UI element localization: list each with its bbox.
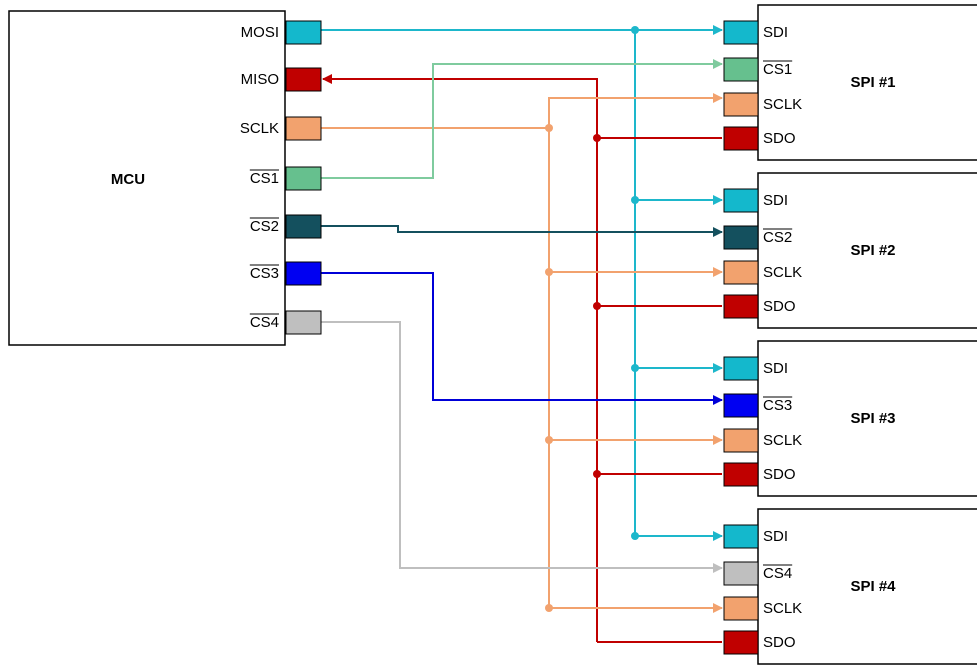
slave-pin-label-cs: CS1 <box>763 61 792 78</box>
slave-pin-sdo <box>723 630 759 655</box>
miso-junction <box>593 302 601 310</box>
mosi-junction <box>631 26 639 34</box>
slave-pin-sdo <box>723 294 759 319</box>
slave-pin-label-sdo: SDO <box>763 130 796 147</box>
mcu-block <box>8 10 286 346</box>
miso-junction <box>593 134 601 142</box>
slave-pin-sclk <box>723 260 759 285</box>
slave-pin-sdi <box>723 188 759 213</box>
slave-pin-sdi <box>723 356 759 381</box>
spi-slave-label: SPI #3 <box>850 410 895 427</box>
spi-slave-block <box>757 172 977 329</box>
sclk-junction <box>545 268 553 276</box>
slave-pin-label-cs: CS3 <box>763 397 792 414</box>
slave-pin-label-sdi: SDI <box>763 528 788 545</box>
slave-pin-cs <box>723 57 759 82</box>
slave-pin-label-sdo: SDO <box>763 634 796 651</box>
slave-pin-cs <box>723 561 759 586</box>
slave-pin-sdo <box>723 462 759 487</box>
mcu-pin-cs3 <box>285 261 322 286</box>
slave-pin-label-sdi: SDI <box>763 192 788 209</box>
slave-pin-sdi <box>723 524 759 549</box>
blocks: MCU <box>8 10 286 346</box>
slave-pin-sclk <box>723 92 759 117</box>
spi-slave-label: SPI #4 <box>850 578 896 595</box>
mcu-pin-miso <box>285 67 322 92</box>
slave-pin-label-sclk: SCLK <box>763 432 802 449</box>
spi-slave-label: SPI #2 <box>850 242 895 259</box>
junction-dots <box>545 26 639 612</box>
slave-pin-label-sdo: SDO <box>763 466 796 483</box>
slave-pin-sclk <box>723 428 759 453</box>
mcu-pin-cs2 <box>285 214 322 239</box>
spi-slave-block <box>757 4 977 161</box>
mcu-pin-label-miso: MISO <box>241 71 279 88</box>
slave-pin-sclk <box>723 596 759 621</box>
mcu-pin-cs4 <box>285 310 322 335</box>
slave-pin-sdi <box>723 20 759 45</box>
slave-pin-label-sclk: SCLK <box>763 96 802 113</box>
mcu-pin-label-cs4: CS4 <box>250 314 279 331</box>
wires <box>321 25 723 643</box>
slave-pin-label-sdi: SDI <box>763 24 788 41</box>
slave-pin-label-cs: CS2 <box>763 229 792 246</box>
slave-pin-label-sdi: SDI <box>763 360 788 377</box>
slave-pin-cs <box>723 225 759 250</box>
sclk-junction <box>545 604 553 612</box>
mcu-pin-label-cs2: CS2 <box>250 218 279 235</box>
mcu-pin-label-sclk: SCLK <box>240 120 279 137</box>
spi-slave-block <box>757 508 977 665</box>
cs1-wire <box>321 59 723 179</box>
miso-bus <box>322 74 598 642</box>
slave-pin-label-cs: CS4 <box>763 565 792 582</box>
slave-pin-cs <box>723 393 759 418</box>
mosi-junction <box>631 532 639 540</box>
sclk-junction <box>545 436 553 444</box>
slave-pin-label-sdo: SDO <box>763 298 796 315</box>
mcu-label: MCU <box>111 171 145 188</box>
mcu-pin-mosi <box>285 20 322 45</box>
slave-pin-label-sclk: SCLK <box>763 264 802 281</box>
cs2-wire <box>321 225 723 237</box>
slave-pin-label-sclk: SCLK <box>763 600 802 617</box>
miso-junction <box>593 470 601 478</box>
mcu-pin-label-cs1: CS1 <box>250 170 279 187</box>
mcu-pin-label-cs3: CS3 <box>250 265 279 282</box>
mosi-junction <box>631 364 639 372</box>
spi-slave-block <box>757 340 977 497</box>
mcu-pin-cs1 <box>285 166 322 191</box>
cs4-wire <box>321 321 723 573</box>
sclk-junction <box>545 124 553 132</box>
mosi-junction <box>631 196 639 204</box>
slave-pin-sdo <box>723 126 759 151</box>
mcu-pin-label-mosi: MOSI <box>241 24 279 41</box>
mcu-pin-sclk <box>285 116 322 141</box>
spi-slave-label: SPI #1 <box>850 74 895 91</box>
cs3-wire <box>321 272 723 405</box>
